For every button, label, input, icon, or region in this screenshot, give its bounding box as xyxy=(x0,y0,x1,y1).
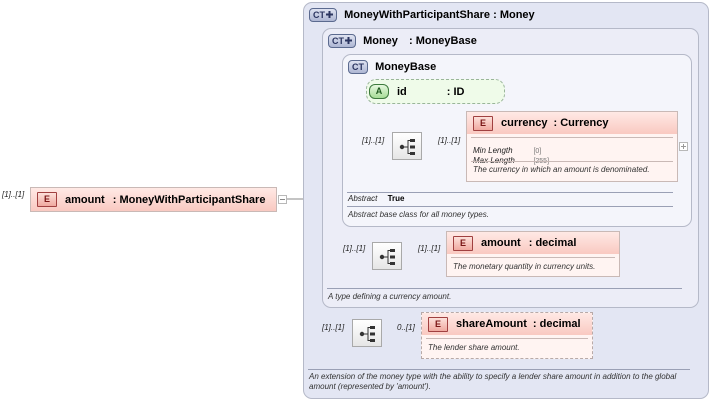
element-type: : decimal xyxy=(528,237,577,249)
ct-header: CT Money : MoneyBase xyxy=(328,34,477,48)
ct-documentation: An extension of the money type with the … xyxy=(309,372,677,391)
share-amount-multiplicity: 0..[1] xyxy=(397,323,415,332)
element-documentation: The lender share amount. xyxy=(428,343,520,352)
attribute-id[interactable]: A id : ID xyxy=(366,79,505,104)
facet-min-length: Min Length [0] xyxy=(473,146,542,155)
element-type: : Currency xyxy=(553,117,609,129)
ct-header: CT MoneyBase xyxy=(348,60,436,74)
complex-type-icon: CT xyxy=(309,8,337,22)
sequence-multiplicity: [1]..[1] xyxy=(362,136,385,145)
ct-name: Money xyxy=(363,34,398,47)
sequence-multiplicity: [1]..[1] xyxy=(322,323,345,332)
element-type: : decimal xyxy=(532,318,581,330)
attribute-icon: A xyxy=(369,84,389,99)
ct-documentation: A type defining a currency amount. xyxy=(328,292,452,301)
complex-type-icon: CT xyxy=(348,60,368,74)
expand-icon[interactable] xyxy=(679,142,688,151)
element-type: : MoneyWithParticipantShare xyxy=(112,193,266,206)
ct-title: MoneyBase xyxy=(375,60,437,73)
sequence-compositor-icon[interactable] xyxy=(352,319,382,347)
sequence-icon xyxy=(399,139,415,155)
collapse-icon[interactable] xyxy=(278,195,287,204)
element-name: currency xyxy=(501,117,548,129)
sequence-icon xyxy=(379,249,395,265)
attribute-type: : ID xyxy=(446,85,465,98)
complex-type-icon: CT xyxy=(328,34,356,48)
element-amount-decimal[interactable]: E amount : decimal The monetary quantity… xyxy=(446,231,620,277)
element-icon: E xyxy=(473,115,493,131)
ct-header: CT MoneyWithParticipantShare : Money xyxy=(309,8,535,22)
element-name: shareAmount xyxy=(456,318,527,330)
amount-decimal-multiplicity: [1]..[1] xyxy=(418,244,441,253)
element-icon: E xyxy=(428,316,448,332)
element-name: amount xyxy=(65,193,105,206)
ct-documentation: Abstract base class for all money types. xyxy=(348,210,489,219)
sequence-multiplicity: [1]..[1] xyxy=(343,244,366,253)
element-icon: E xyxy=(37,192,57,207)
abstract-facet: Abstract True xyxy=(348,194,405,203)
sequence-compositor-icon[interactable] xyxy=(392,132,422,160)
element-currency[interactable]: E currency : Currency Min Length [0] Max… xyxy=(466,111,678,182)
ct-title: MoneyWithParticipantShare : Money xyxy=(344,8,535,21)
element-share-amount[interactable]: E shareAmount : decimal The lender share… xyxy=(421,312,593,359)
root-multiplicity: [1]..[1] xyxy=(2,190,25,199)
sequence-icon xyxy=(359,326,375,342)
root-element-amount[interactable]: E amount : MoneyWithParticipantShare xyxy=(30,187,277,212)
attribute-name: id xyxy=(397,85,407,98)
element-icon: E xyxy=(453,235,473,251)
ct-base: : MoneyBase xyxy=(408,34,477,47)
element-documentation: The monetary quantity in currency units. xyxy=(453,262,596,271)
currency-multiplicity: [1]..[1] xyxy=(438,136,461,145)
element-documentation: The currency in which an amount is denom… xyxy=(473,165,650,174)
element-name: amount xyxy=(481,237,521,249)
sequence-compositor-icon[interactable] xyxy=(372,242,402,270)
